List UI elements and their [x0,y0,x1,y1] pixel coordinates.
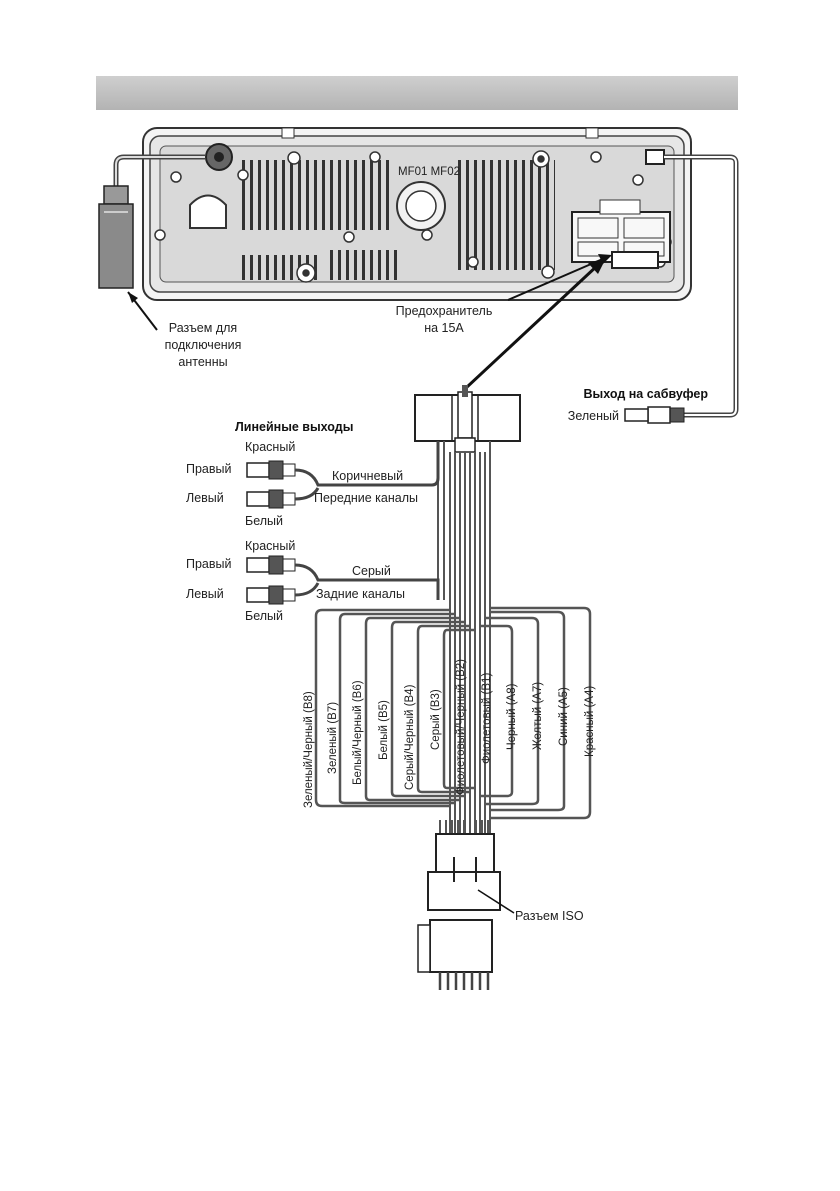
wire-label-b4: Серый/Черный (B4) [404,684,416,790]
wire-label-b6: Белый/Черный (B6) [352,680,364,785]
wire-label-a7: Желтый (A7) [532,682,544,750]
wire-label-b2: Фиолетовый/Черный (B2) [455,659,467,795]
wire-label-b3: Серый (B3) [430,689,442,750]
iso-pointer [477,889,515,914]
head-unit-rear-panel: MF01 MF02 [142,127,692,301]
rear-red-label: Красный [245,539,295,553]
wire-label-a4: Красный (A4) [584,686,596,757]
front-left-label: Левый [186,491,224,505]
front-wire-color: Коричневый [332,469,403,483]
front-right-label: Правый [186,462,232,476]
rear-right-label: Правый [186,557,232,571]
wire-label-b7: Зеленый (B7) [327,702,339,774]
mounting-bracket [189,194,227,229]
subwoofer-color: Зеленый [568,409,619,423]
rear-left-label: Левый [186,587,224,601]
wire-label-b5: Белый (B5) [378,700,390,760]
subwoofer-jack [645,149,665,165]
antenna-plug [98,203,134,289]
antenna-label-line2: подключения [165,338,242,352]
fuse [611,251,659,269]
iso-plug [417,820,501,990]
front-white-label: Белый [245,514,283,528]
fan-element [396,181,446,231]
antenna-label-line1: Разъем для [169,321,237,335]
fuse-label-line2: на 15А [424,321,464,335]
connector-arrow [465,263,600,389]
rear-wire-color: Серый [352,564,391,578]
harness-connector [414,385,521,453]
header-bar [96,76,738,110]
wire-label-b1: Фиолетовый (B1) [481,673,493,764]
line-outputs-title: Линейные выходы [235,420,353,434]
subwoofer-title: Выход на сабвуфер [584,387,709,401]
iso-label: Разъем ISO [515,909,584,923]
rear-rca-plugs [246,555,440,605]
fuse-arrow [507,257,606,301]
rear-white-label: Белый [245,609,283,623]
rear-channels: Задние каналы [316,587,405,601]
front-red-label: Красный [245,440,295,454]
wire-label-b8: Зеленый/Черный (B8) [303,691,315,808]
wire-label-a8: Черный (A8) [506,683,518,750]
front-channels: Передние каналы [314,491,418,505]
panel-marking: MF01 MF02 [398,166,460,178]
wire-loops [314,606,592,820]
fuse-label-line1: Предохранитель [396,304,493,318]
antenna-cable [98,154,205,289]
antenna-socket [205,143,233,171]
subwoofer-rca [624,408,649,422]
antenna-label-line3: антенны [178,355,227,369]
wire-label-a5: Синий (A5) [558,687,570,746]
front-rca-plugs [246,441,440,509]
subwoofer-cable [624,154,739,424]
